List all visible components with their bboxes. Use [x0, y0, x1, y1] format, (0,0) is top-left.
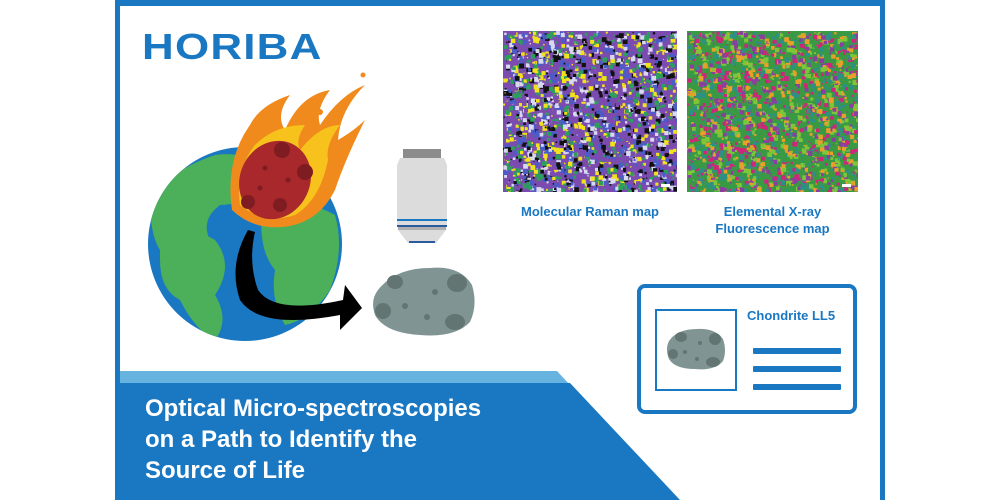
sample-rock-icon: [373, 267, 475, 336]
sample-id-card: Chondrite LL5: [637, 284, 857, 414]
card-text-line: [753, 366, 841, 372]
raman-map-caption: Molecular Raman map: [521, 204, 659, 219]
arrow-icon: [235, 230, 362, 330]
sample-thumbnail: [655, 309, 737, 391]
banner-accent-stripe: [120, 371, 570, 385]
molecular-raman-map-image: [503, 31, 682, 196]
microscope-objective-icon: [397, 149, 447, 243]
sample-rock-icon: [667, 328, 725, 370]
headline-title: Optical Micro-spectroscopies on a Path t…: [145, 393, 481, 486]
headline-line3: Source of Life: [145, 457, 306, 484]
card-text-line: [753, 348, 841, 354]
xrf-caption-line2: Fluorescence map: [715, 221, 830, 236]
sample-card-title: Chondrite LL5: [747, 308, 836, 323]
headline-line2: on a Path to Identify the: [145, 426, 418, 453]
card-text-line: [753, 384, 841, 390]
meteor-icon: [230, 72, 366, 228]
elemental-xrf-map-image: [687, 31, 863, 196]
xrf-map-caption: Elemental X-ray Fluorescence map: [687, 203, 858, 237]
headline-line1: Optical Micro-spectroscopies: [145, 395, 482, 422]
horiba-logo: HORIBA: [142, 26, 323, 67]
headline-banner: [120, 383, 680, 500]
xrf-caption-line1: Elemental X-ray: [723, 204, 822, 219]
